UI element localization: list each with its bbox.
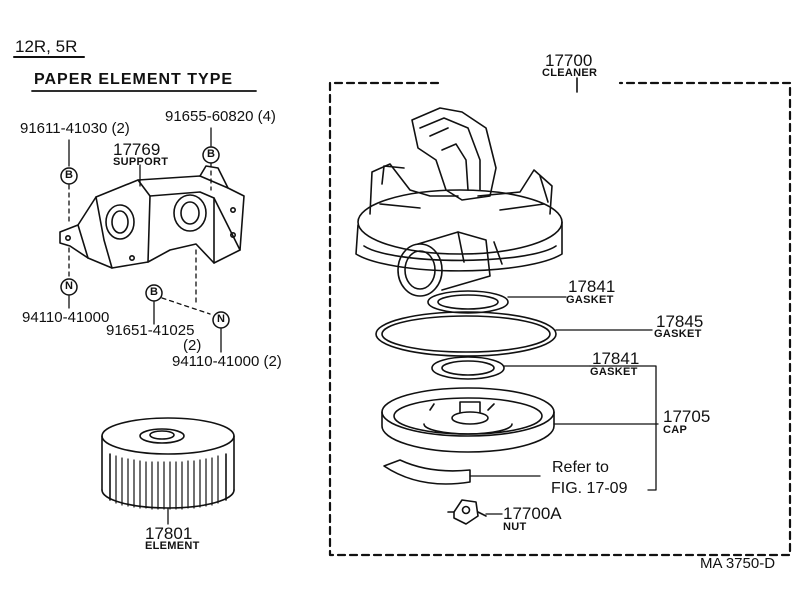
gasket-17845-drawing (375, 311, 653, 357)
bolt-marker-1 (60, 167, 78, 185)
element-drawing (101, 417, 235, 525)
nut-marker-2 (212, 311, 230, 329)
bolt-marker-3-letter: B (150, 286, 158, 298)
cap-part-no: 17705 (663, 407, 711, 426)
gasket-17841-upper-drawing (427, 290, 567, 314)
gasket2-part-no: 17845 (656, 312, 704, 331)
gasket1-part-no: 17841 (568, 277, 616, 296)
cap-part-name: CAP (663, 424, 688, 436)
bolt-marker-3 (145, 284, 163, 302)
bolt-part-no-2: 91655-60820 (4) (165, 108, 276, 125)
bolt-marker-2-letter: B (207, 148, 215, 160)
support-part-name: SUPPORT (113, 156, 169, 168)
nut-17700A-drawing (447, 499, 503, 525)
cleaner-housing-drawing (355, 107, 563, 297)
gasket1-part-name: GASKET (566, 294, 614, 306)
element-part-name: ELEMENT (145, 540, 200, 552)
refer-to-text: Refer to (552, 459, 609, 476)
support-part-no: 17769 (113, 140, 161, 159)
gasket3-part-no: 17841 (592, 349, 640, 368)
nut-part-name: NUT (503, 521, 527, 533)
nut-marker-2-letter: N (217, 313, 225, 325)
nut-part-no-1: 94110-41000 (22, 309, 110, 326)
cleaner-part-no: 17700 (545, 51, 593, 70)
refer-fig-text: FIG. 17-09 (551, 480, 628, 497)
nut-part-no-2: 94110-41000 (2) (172, 353, 282, 370)
bolt-part-qty-3: (2) (183, 337, 202, 354)
support-leaders (68, 127, 222, 353)
support-bracket-drawing (59, 165, 245, 269)
nut-marker-1-letter: N (65, 280, 73, 292)
model-label: 12R, 5R (15, 37, 78, 56)
markers (60, 146, 230, 329)
bolt-part-no-3: 91651-41025 (106, 322, 195, 339)
bolt-marker-2 (202, 146, 220, 164)
bolt-part-no-1: 91611-41030 (2) (20, 120, 130, 137)
cleaner-part-name: CLEANER (542, 67, 598, 79)
cleaner-box (328, 81, 792, 557)
gasket-17841-lower-drawing (431, 356, 591, 380)
nut-marker-1 (60, 278, 78, 296)
element-part-no: 17801 (145, 524, 193, 543)
type-title: PAPER ELEMENT TYPE (34, 71, 234, 88)
figure-code: MA 3750-D (700, 555, 776, 572)
cap-bracket (589, 365, 657, 491)
bolt-marker-1-letter: B (65, 169, 73, 181)
gasket2-part-name: GASKET (654, 328, 702, 340)
cap-17705-drawing (381, 387, 659, 485)
gasket3-part-name: GASKET (590, 366, 638, 378)
nut-part-no: 17700A (503, 504, 562, 523)
